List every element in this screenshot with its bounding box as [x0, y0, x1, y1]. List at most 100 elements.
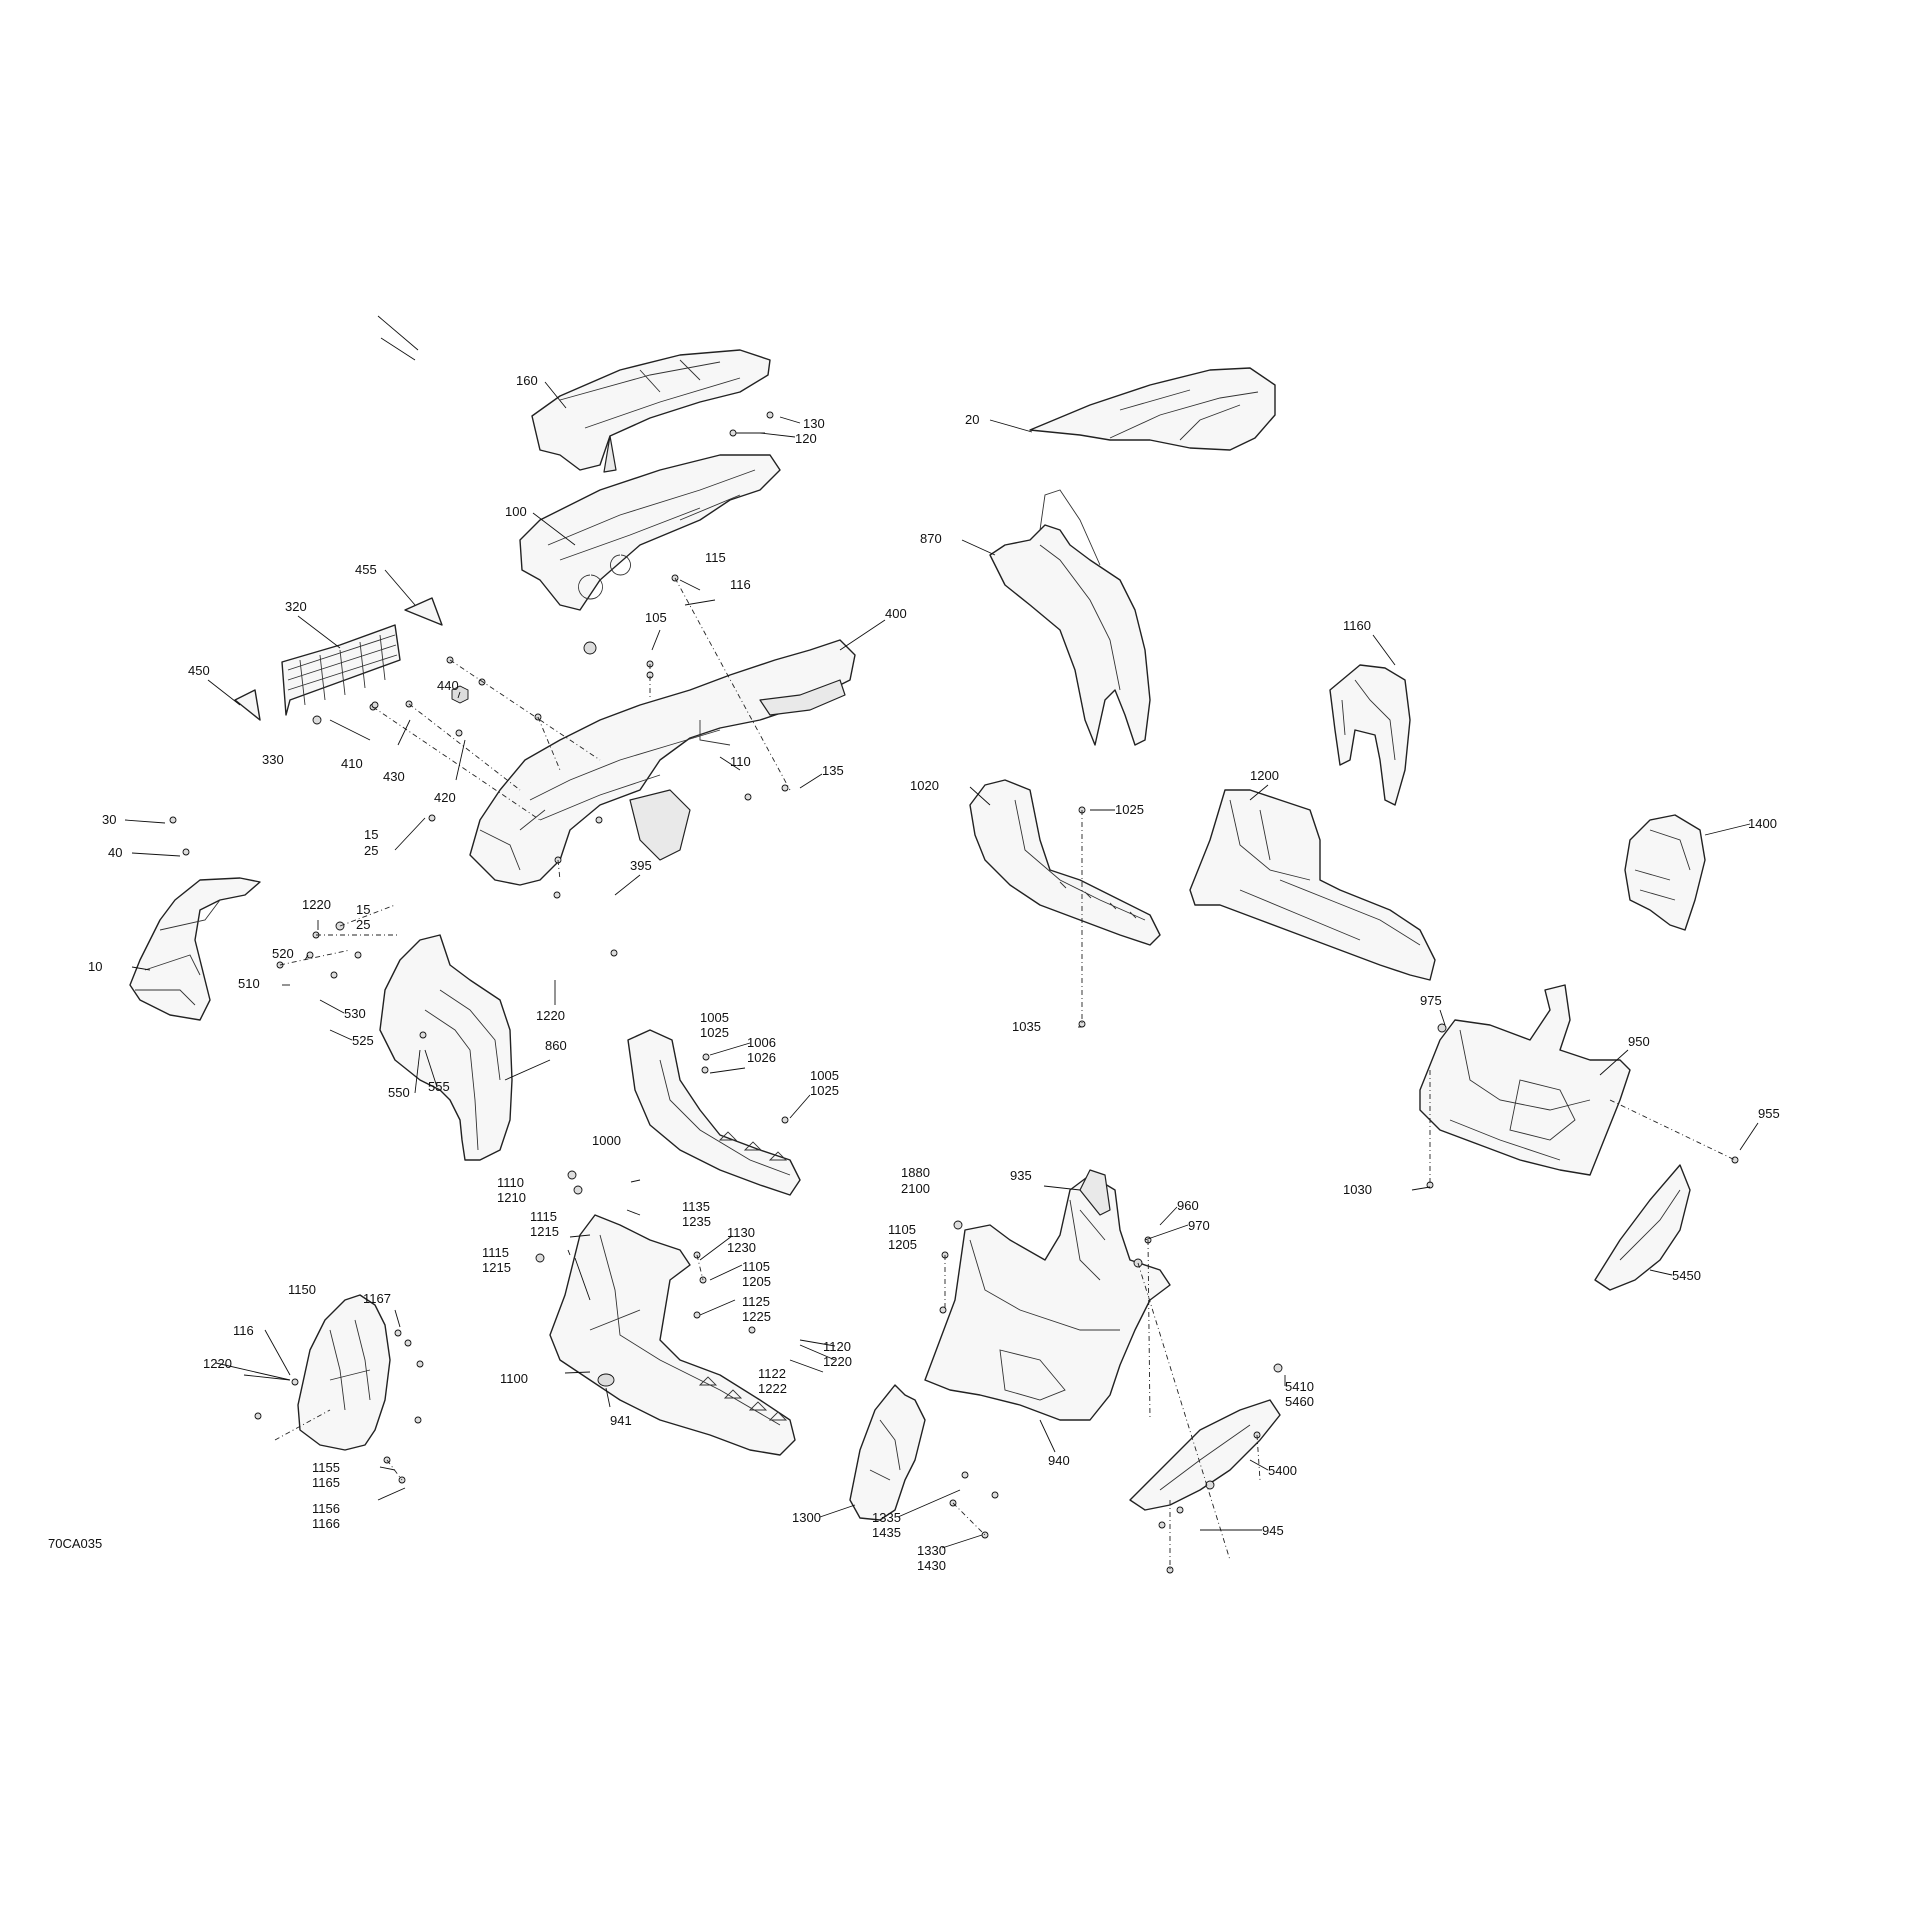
callout-1100: 1100	[500, 1371, 528, 1386]
callout-5460: 5460	[1285, 1394, 1314, 1409]
callout-1000: 1000	[592, 1133, 621, 1148]
callout-1020: 1020	[910, 778, 939, 793]
callout-30: 30	[102, 812, 116, 827]
callout-555: 555	[428, 1079, 450, 1094]
callout-1205-b: 1205	[742, 1274, 771, 1289]
callout-410: 410	[341, 756, 363, 771]
callout-1115-a: 1115	[530, 1209, 557, 1224]
callout-550: 550	[388, 1085, 410, 1100]
part-1150-fender-cover	[297, 1294, 391, 1451]
callout-15-b: 15	[356, 902, 370, 917]
callout-116-a: 116	[730, 577, 751, 592]
drawing-code: 70CA035	[48, 1536, 102, 1551]
callout-1166: 1166	[312, 1516, 340, 1531]
callout-1330: 1330	[917, 1543, 946, 1558]
callout-1430: 1430	[917, 1558, 946, 1573]
callout-525: 525	[352, 1033, 374, 1048]
assembly-center-lines	[274, 577, 1736, 1570]
callout-950: 950	[1628, 1034, 1650, 1049]
part-950-floor-pan	[1419, 984, 1631, 1176]
callout-25-a: 25	[364, 843, 378, 858]
callout-945: 945	[1262, 1523, 1284, 1538]
callout-1005-b: 1005	[810, 1068, 839, 1083]
callout-1125: 1125	[742, 1294, 770, 1309]
part-320-grille	[281, 624, 401, 716]
callout-1235: 1235	[682, 1214, 711, 1229]
callout-1160: 1160	[1343, 618, 1371, 633]
callout-40: 40	[108, 845, 122, 860]
callout-10: 10	[88, 959, 102, 974]
callout-395: 395	[630, 858, 652, 873]
callout-1122: 1122	[758, 1366, 786, 1381]
part-400-dash-frame	[469, 639, 856, 886]
callout-455: 455	[355, 562, 377, 577]
callout-510: 510	[238, 976, 260, 991]
callout-1105-b: 1105	[742, 1259, 770, 1274]
part-1000-floor-pan	[627, 1029, 801, 1196]
part-450-label	[234, 689, 261, 721]
callout-330: 330	[262, 752, 284, 767]
callout-1205-a: 1205	[888, 1237, 917, 1252]
callout-1135: 1135	[682, 1199, 710, 1214]
callout-520: 520	[272, 946, 294, 961]
callout-1005-a: 1005	[700, 1010, 729, 1025]
callout-860: 860	[545, 1038, 567, 1053]
callout-941: 941	[610, 1413, 632, 1428]
callout-1156: 1156	[312, 1501, 340, 1516]
callout-430: 430	[383, 769, 405, 784]
callout-935: 935	[1010, 1168, 1032, 1183]
callout-2100: 2100	[901, 1181, 930, 1196]
callout-320: 320	[285, 599, 307, 614]
callout-15-a: 15	[364, 827, 378, 842]
callout-100: 100	[505, 504, 527, 519]
callout-5400: 5400	[1268, 1463, 1297, 1478]
part-940-floor-pan	[924, 1174, 1171, 1421]
callout-25-b: 25	[356, 917, 370, 932]
part-20-dash-cover	[1029, 367, 1276, 451]
callout-440: 440	[437, 678, 459, 693]
callout-5410: 5410	[1285, 1379, 1314, 1394]
callout-1120: 1120	[823, 1339, 851, 1354]
callout-1335: 1335	[872, 1510, 901, 1525]
callout-1210: 1210	[497, 1190, 526, 1205]
callout-1215-a: 1215	[530, 1224, 559, 1239]
callout-530: 530	[344, 1006, 366, 1021]
callout-1220-b: 1220	[536, 1008, 565, 1023]
callout-1150: 1150	[288, 1282, 316, 1297]
callout-1880: 1880	[901, 1165, 930, 1180]
callout-1215-b: 1215	[482, 1260, 511, 1275]
callout-960: 960	[1177, 1198, 1199, 1213]
callout-135: 135	[822, 763, 844, 778]
callout-1155: 1155	[312, 1460, 340, 1475]
part-5400-skid-plate	[1129, 1399, 1281, 1511]
part-160-console-cover	[531, 349, 771, 473]
callout-1167: 1167	[363, 1291, 391, 1306]
part-870-side-panel	[989, 489, 1151, 746]
callout-420: 420	[434, 790, 456, 805]
part-1020-floor-pan	[969, 779, 1161, 946]
callout-1025-b: 1025	[810, 1083, 839, 1098]
callout-1030: 1030	[1343, 1182, 1372, 1197]
part-941-plug	[597, 1373, 615, 1387]
callout-1220-c: 1220	[823, 1354, 852, 1369]
callout-1435: 1435	[872, 1525, 901, 1540]
callout-955: 955	[1758, 1106, 1780, 1121]
callout-1200: 1200	[1250, 768, 1279, 783]
callout-970: 970	[1188, 1218, 1210, 1233]
callout-160: 160	[516, 373, 538, 388]
callout-120: 120	[795, 431, 817, 446]
callout-1115-b: 1115	[482, 1245, 509, 1260]
part-5450-skid-plate	[1594, 1164, 1691, 1291]
callout-1130: 1130	[727, 1225, 755, 1240]
callout-1110: 1110	[497, 1175, 524, 1190]
callout-1105-a: 1105	[888, 1222, 916, 1237]
callout-130: 130	[803, 416, 825, 431]
callout-5450: 5450	[1672, 1268, 1701, 1283]
part-1300-side-cover	[849, 1384, 926, 1521]
callout-870: 870	[920, 531, 942, 546]
part-1160-side-bracket	[1329, 664, 1411, 806]
hardware-fasteners	[169, 411, 1739, 1574]
callout-1165: 1165	[312, 1475, 340, 1490]
callout-1230: 1230	[727, 1240, 756, 1255]
